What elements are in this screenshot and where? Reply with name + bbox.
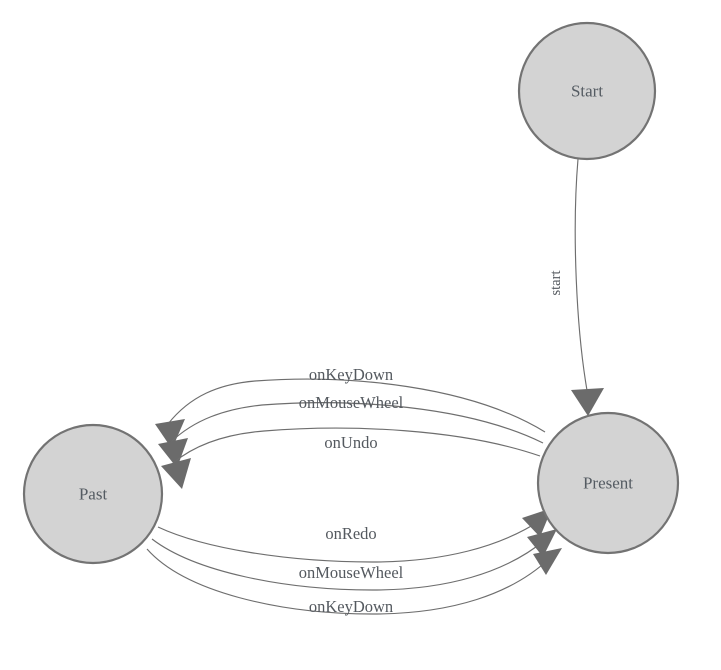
edge-past-to-present-onkeydown-path [146, 548, 551, 615]
edge-present-to-past-onkeydown-path [167, 378, 546, 433]
arrowhead-past-to-present-onkeydown [533, 548, 562, 575]
edge-past-to-present-onredo[interactable]: onRedo [157, 508, 552, 563]
edge-present-to-past-onmousewheel-path [170, 402, 544, 444]
node-start[interactable]: Start [517, 21, 657, 161]
edge-label-past-to-present-onkeydown: onKeyDown [309, 597, 393, 616]
edge-label-start: start [548, 271, 564, 296]
arrowhead-past-to-present-onredo [522, 508, 552, 537]
edge-start-to-present[interactable]: start [548, 158, 604, 416]
edge-present-to-past-onundo[interactable]: onUndo [161, 427, 541, 489]
node-past-label: Past [79, 485, 108, 504]
edge-label-present-to-past-onundo: onUndo [324, 433, 377, 452]
edge-present-to-past-onkeydown[interactable]: onKeyDown [155, 365, 546, 449]
node-present[interactable]: Present [536, 411, 680, 555]
edge-label-present-to-past-onkeydown: onKeyDown [309, 365, 393, 384]
node-start-label: Start [571, 82, 603, 101]
arrowhead-present-to-past-onundo [161, 458, 191, 489]
edge-past-to-present-onredo-path [157, 519, 542, 563]
arrowhead-past-to-present-onmousewheel [527, 529, 557, 557]
node-present-circle [536, 411, 680, 555]
arrowhead-present-to-past-onmousewheel [158, 438, 188, 468]
edge-past-to-present-onkeydown[interactable]: onKeyDown [146, 548, 562, 616]
edge-label-present-to-past-onmousewheel: onMouseWheel [299, 393, 404, 412]
edge-start-to-present-path [574, 158, 589, 397]
edge-past-to-present-onmousewheel[interactable]: onMouseWheel [151, 529, 557, 591]
node-past[interactable]: Past [22, 423, 164, 565]
edge-present-to-past-onmousewheel[interactable]: onMouseWheel [158, 393, 544, 468]
edge-label-past-to-present-onredo: onRedo [325, 524, 376, 543]
edge-past-to-present-onmousewheel-path [151, 538, 546, 591]
node-start-circle [517, 21, 657, 161]
arrowhead-present-to-past-onkeydown [155, 419, 185, 449]
edge-label-past-to-present-onmousewheel: onMouseWheel [299, 563, 404, 582]
node-past-circle [22, 423, 164, 565]
edge-present-to-past-onundo-path [172, 427, 541, 464]
arrowhead-start-to-present [571, 388, 604, 416]
node-present-label: Present [583, 474, 633, 493]
